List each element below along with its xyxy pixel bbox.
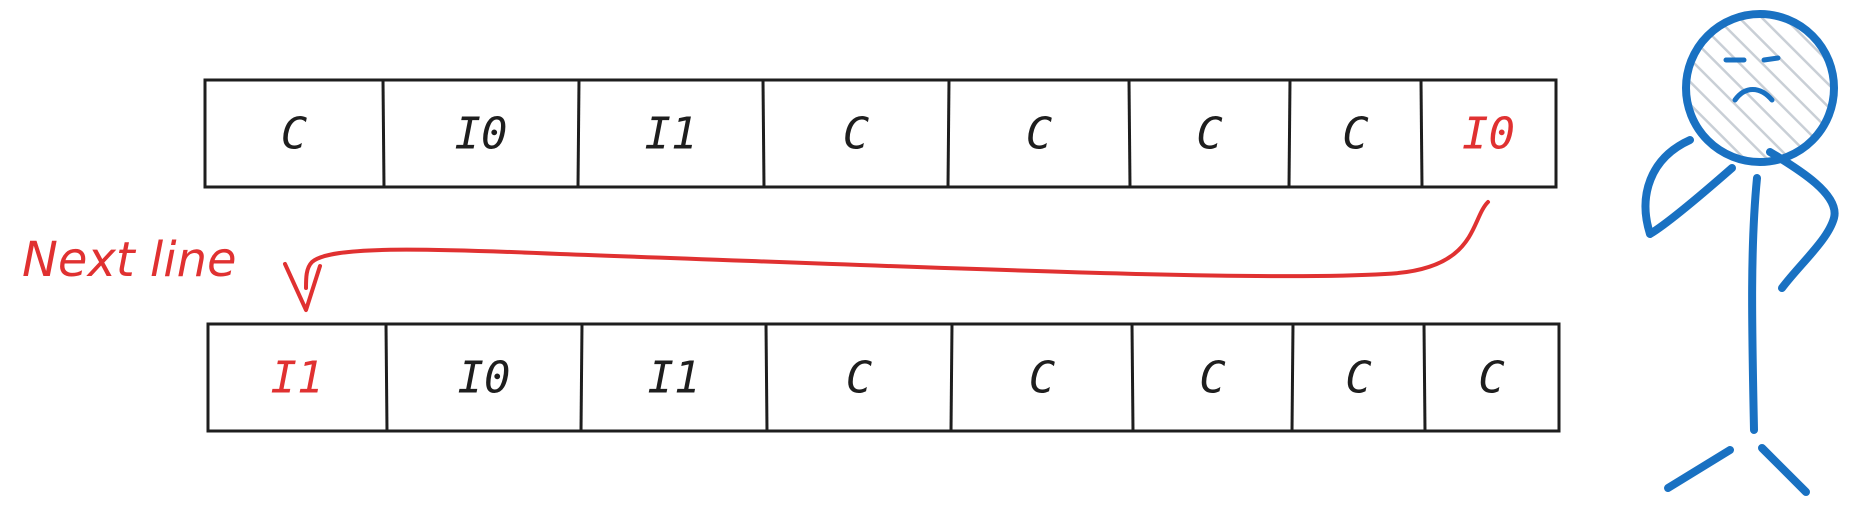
cache-cell: C — [1127, 79, 1223, 188]
cache-cell-divider — [1419, 79, 1424, 188]
cache-cell-label: I0 — [458, 353, 511, 404]
cache-cell-divider — [384, 323, 389, 432]
next-line-label: Next line — [22, 232, 237, 288]
next-line-arrow: Next line — [22, 200, 1490, 312]
next-line-arrow-curve — [304, 200, 1490, 290]
cache-cell-label: C — [1196, 109, 1223, 160]
cache-cell-label: C — [1199, 353, 1226, 404]
cache-cell: C — [1290, 323, 1372, 432]
cache-cell-divider — [1287, 79, 1292, 188]
cache-line-bottom: I1 I0 I1 C C C C C — [206, 322, 1561, 433]
stick-figure-right-leg — [1758, 444, 1810, 496]
cache-cell: C — [1287, 79, 1369, 188]
stick-figure-left-arm — [1641, 136, 1736, 238]
cache-line-frame — [206, 322, 1561, 433]
cache-cell: C — [946, 79, 1053, 188]
next-line-arrow-head — [283, 262, 322, 312]
cache-cell-label: C — [1478, 353, 1505, 404]
cache-cell-divider — [1422, 323, 1427, 432]
cache-cell-divider — [946, 79, 951, 188]
frowning-face-icon — [1723, 55, 1781, 103]
cache-cell-label: I1 — [271, 353, 324, 404]
cache-cell: C — [1130, 323, 1226, 432]
cache-cell: I0 — [381, 79, 508, 188]
cache-cell-divider — [579, 323, 584, 432]
cache-cell: C — [949, 323, 1056, 432]
cache-cell-divider — [576, 79, 581, 188]
stick-figure-right-arm — [1766, 148, 1839, 292]
cache-cell-label: C — [1345, 353, 1372, 404]
cache-cell-label: I0 — [455, 109, 508, 160]
cache-cell: I1 — [576, 79, 698, 188]
cache-cell-label: C — [846, 353, 873, 404]
cache-cell-label: C — [1342, 109, 1369, 160]
cache-cell-divider — [1127, 79, 1132, 188]
cache-cell-label: C — [1026, 109, 1053, 160]
cache-cell-divider — [381, 79, 386, 188]
cache-cell-label: I0 — [1462, 109, 1515, 160]
stick-figure-left-leg — [1664, 446, 1734, 492]
cache-cell-divider — [1130, 323, 1135, 432]
stick-figure — [1641, 10, 1839, 496]
cache-cell: I0 — [384, 323, 511, 432]
cache-cell: I1 — [271, 353, 324, 404]
cache-line-top: C I0 I1 C C C C I0 — [203, 78, 1558, 189]
cache-cell-divider — [1290, 323, 1295, 432]
cache-cell-label: C — [1029, 353, 1056, 404]
stick-figure-head — [1682, 10, 1838, 166]
cache-cell: I1 — [579, 323, 701, 432]
cache-cell: C — [764, 323, 873, 432]
cache-cell: I0 — [1419, 79, 1515, 188]
cache-cell-divider — [764, 323, 769, 432]
cache-line-frame — [203, 78, 1558, 189]
cache-cell-label: C — [843, 109, 870, 160]
cache-cell: C — [1422, 323, 1505, 432]
cache-cell-divider — [949, 323, 954, 432]
cache-cell: C — [761, 79, 870, 188]
cache-cell-divider — [761, 79, 766, 188]
stick-figure-body — [1748, 174, 1761, 434]
cache-cell-label: I1 — [648, 353, 701, 404]
cache-cell: C — [281, 109, 308, 160]
cache-cell-label: I1 — [645, 109, 698, 160]
cache-cell-label: C — [281, 109, 308, 160]
